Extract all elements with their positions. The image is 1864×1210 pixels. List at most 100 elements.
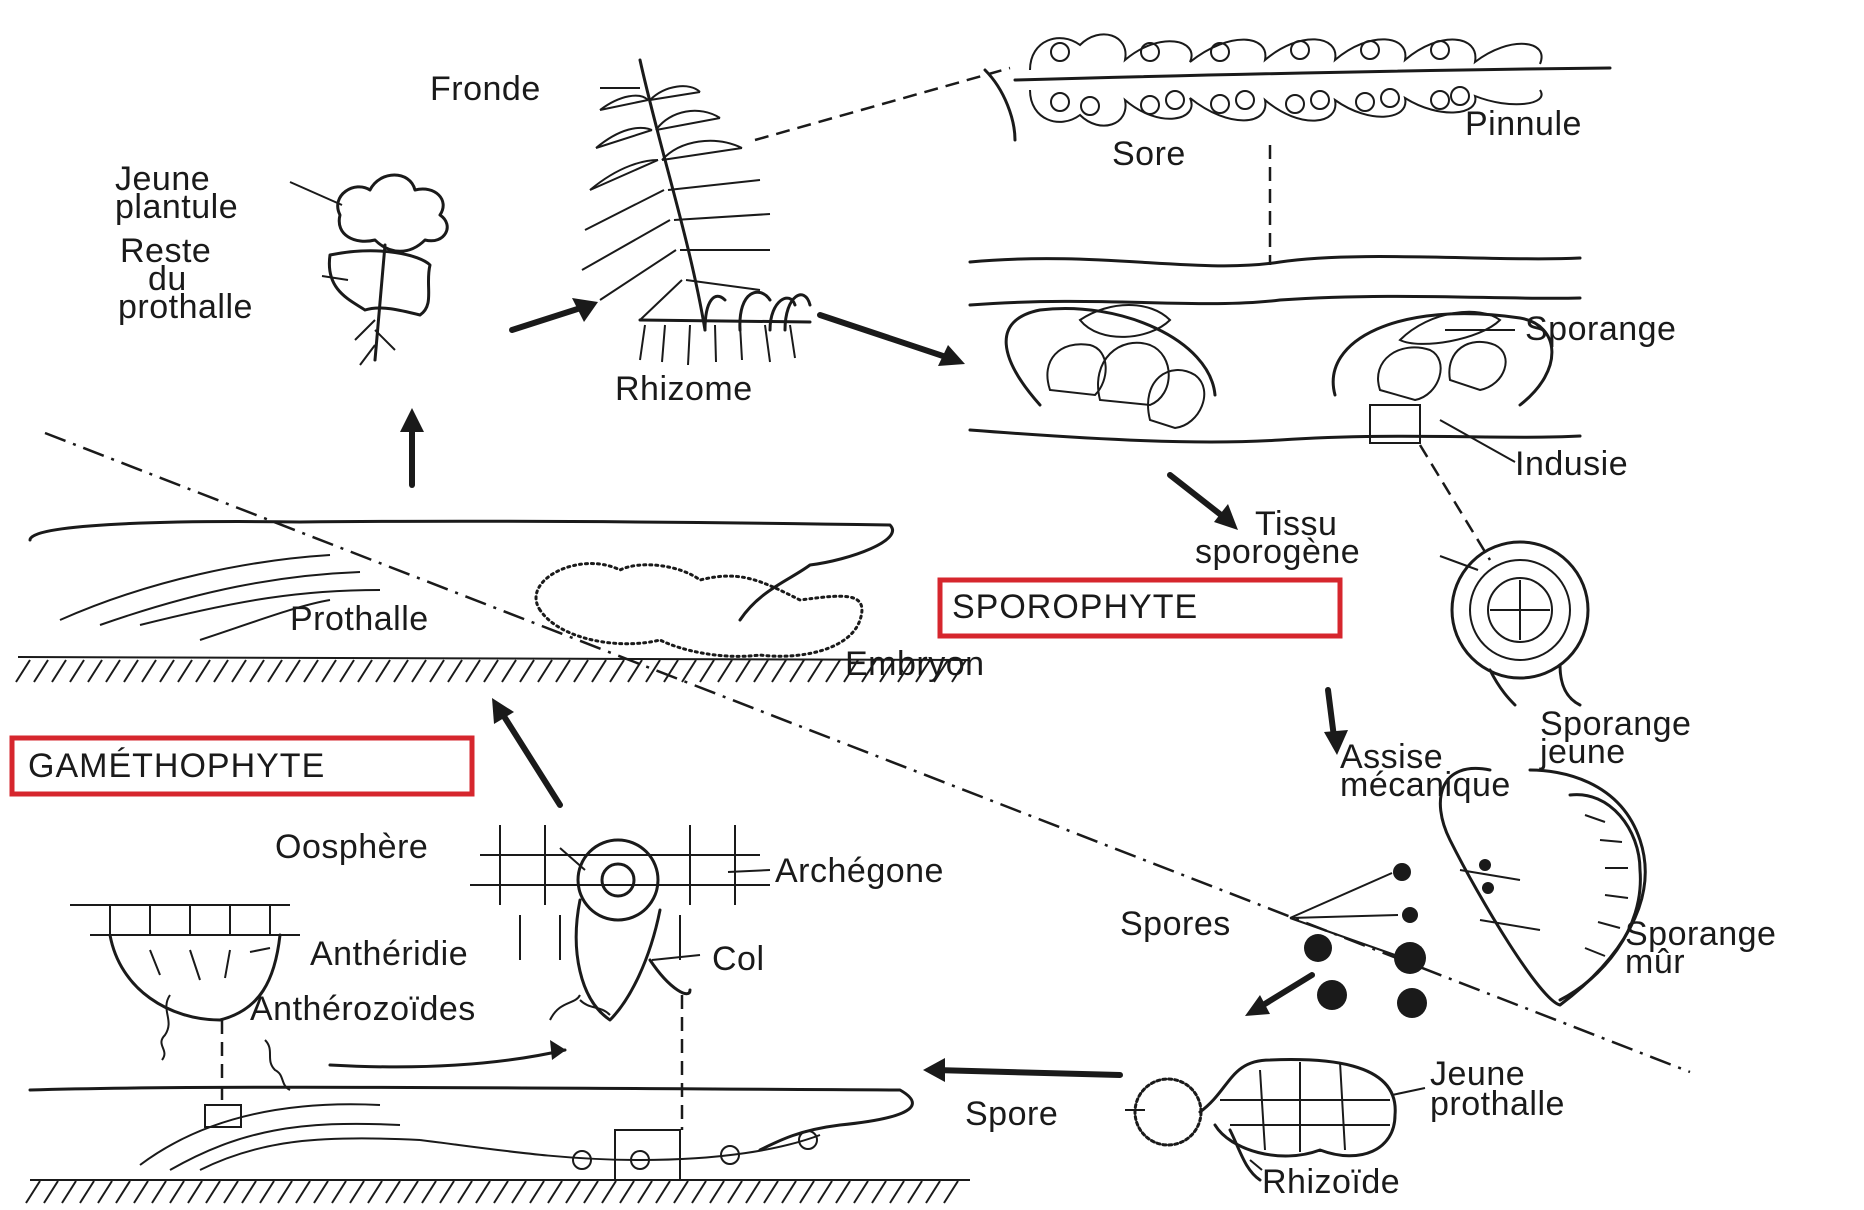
soil-hatch-line [296, 1181, 310, 1203]
soil-hatch-line [188, 1181, 202, 1203]
soil-hatch-line [620, 1181, 634, 1203]
label-sporange: Sporange [1525, 310, 1676, 348]
soil-hatch-line [124, 660, 138, 682]
label-col: Col [712, 940, 765, 978]
soil-hatch-line [656, 1181, 670, 1203]
soil-hatch-line [494, 1181, 508, 1203]
soil-hatch-line [854, 1181, 868, 1203]
label-antherozoides: Anthérozoïdes [250, 990, 476, 1028]
soil-hatch-line [178, 660, 192, 682]
soil-hatch-line [386, 1181, 400, 1203]
soil-hatch-line [242, 1181, 256, 1203]
label-oosphere: Oosphère [275, 828, 428, 866]
soil-hatch-line [376, 660, 390, 682]
soil-hatch-line [746, 1181, 760, 1203]
soil-hatch-line [692, 1181, 706, 1203]
soil-hatch-line [26, 1181, 40, 1203]
label-assise-2: mécanique [1340, 766, 1511, 804]
soil-hatch-line [196, 660, 210, 682]
soil-hatch-line [224, 1181, 238, 1203]
soil-hatch-line [152, 1181, 166, 1203]
soil-hatch-line [736, 660, 750, 682]
soil-hatch-line [88, 660, 102, 682]
label-indusie: Indusie [1515, 445, 1628, 483]
soil-hatch-line [772, 660, 786, 682]
soil-hatch-line [134, 1181, 148, 1203]
soil-hatch-line [368, 1181, 382, 1203]
soil-hatch-line [926, 1181, 940, 1203]
label-sporange-jeune-2: jeune [1539, 733, 1626, 771]
label-fronde: Fronde [430, 70, 541, 108]
soil-hatch-line [250, 660, 264, 682]
sporophyte-box: SPOROPHYTE [940, 580, 1340, 636]
soil-hatch-line [718, 660, 732, 682]
soil-hatch-line [610, 660, 624, 682]
young-prothallus-drawing [1135, 1060, 1395, 1180]
label-sore: Sore [1112, 135, 1186, 173]
soil-hatch-line [592, 660, 606, 682]
label-antheridie: Anthéridie [310, 935, 468, 973]
soil-hatch-line [458, 1181, 472, 1203]
soil-hatch-line [44, 1181, 58, 1203]
soil-hatch-line [836, 1181, 850, 1203]
soil-hatch-line [800, 1181, 814, 1203]
spores-dots [1304, 859, 1494, 1018]
soil-hatch-line [206, 1181, 220, 1203]
soil-hatch-line [530, 1181, 544, 1203]
soil-hatch-line [728, 1181, 742, 1203]
label-jeune-plantule-2: plantule [115, 188, 238, 226]
soil-hatch-line [260, 1181, 274, 1203]
soil-hatch-line [682, 660, 696, 682]
soil-hatch-line [602, 1181, 616, 1203]
soil-hatch-line [818, 1181, 832, 1203]
soil-hatch-line [808, 660, 822, 682]
soil-hatch-line [214, 660, 228, 682]
soil-hatch-line [502, 660, 516, 682]
soil-hatch-line [278, 1181, 292, 1203]
soil-hatch-line [350, 1181, 364, 1203]
soil-hatch-line [556, 660, 570, 682]
soil-hatch-line [890, 1181, 904, 1203]
label-rhizome: Rhizome [615, 370, 753, 408]
soil-hatch-line [566, 1181, 580, 1203]
soil-hatch-line [782, 1181, 796, 1203]
prothallus-with-embryo-drawing [16, 521, 970, 682]
soil-hatch-line [106, 660, 120, 682]
soil-hatch-line [340, 660, 354, 682]
soil-hatch-line [52, 660, 66, 682]
label-spores: Spores [1120, 905, 1231, 943]
soil-hatch-line [764, 1181, 778, 1203]
soil-hatch-line [304, 660, 318, 682]
soil-hatch-line [512, 1181, 526, 1203]
label-rhizoide: Rhizoïde [1262, 1163, 1400, 1201]
soil-hatch-line [674, 1181, 688, 1203]
soil-hatch-line [872, 1181, 886, 1203]
soil-hatch-line [404, 1181, 418, 1203]
label-jeune-prothalle-2: prothalle [1430, 1085, 1565, 1123]
soil-hatch-line [422, 1181, 436, 1203]
sporophyte-label: SPOROPHYTE [952, 588, 1198, 626]
soil-hatch-line [908, 1181, 922, 1203]
soil-hatch-line [638, 1181, 652, 1203]
soil-hatch-line [430, 660, 444, 682]
soil-hatch-line [584, 1181, 598, 1203]
soil-hatch-line [520, 660, 534, 682]
soil-hatch-line [268, 660, 282, 682]
soil-hatch-line [16, 660, 30, 682]
soil-hatch-line [440, 1181, 454, 1203]
soil-hatch-line [62, 1181, 76, 1203]
soil-hatch-line [394, 660, 408, 682]
soil-hatch-line [34, 660, 48, 682]
soil-hatch-line [538, 660, 552, 682]
label-tissu-2: sporogène [1195, 533, 1360, 571]
young-sporangium-drawing [1452, 542, 1588, 705]
soil-hatch-line [790, 660, 804, 682]
soil-hatch-line [484, 660, 498, 682]
gametophyte-box: GAMÉTHOPHYTE [12, 738, 472, 794]
soil-hatch-line [754, 660, 768, 682]
soil-hatch-line [322, 660, 336, 682]
soil-hatch-line [574, 660, 588, 682]
soil-hatch-line [710, 1181, 724, 1203]
label-sporange-mur-2: mûr [1625, 943, 1685, 981]
